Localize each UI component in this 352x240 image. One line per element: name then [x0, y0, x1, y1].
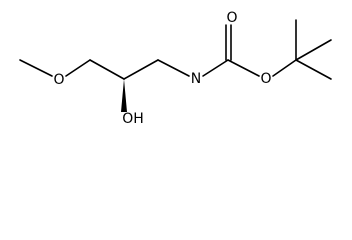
atom-label-nitrogen: N — [191, 71, 201, 87]
bond-tert-c-methyl-lower — [295, 59, 332, 80]
bond-methyl-methoxy-o — [19, 59, 53, 77]
bond-carbonyl-c-ester-o — [227, 59, 260, 77]
bond-tert-c-methyl-upper — [295, 39, 332, 61]
atom-label-hydroxyl: OH — [122, 111, 144, 127]
bond-ester-o-tert-c — [272, 59, 297, 77]
wedge-bond-hydroxyl — [121, 79, 127, 112]
bond-ch2-n — [157, 59, 190, 77]
bond-ch2-chiral-c — [89, 59, 125, 80]
chemical-structure: O OH N O O — [19, 10, 332, 127]
bond-n-carbonyl-c — [202, 59, 229, 77]
atom-label-carbonyl-oxygen: O — [226, 10, 237, 26]
atom-label-ester-oxygen: O — [260, 71, 271, 87]
bond-methoxy-o-ch2 — [65, 59, 91, 77]
atom-label-methoxy-oxygen: O — [53, 72, 64, 88]
molecule-drawing: O OH N O O — [19, 10, 332, 127]
bond-chiral-c-ch2 — [123, 59, 159, 80]
